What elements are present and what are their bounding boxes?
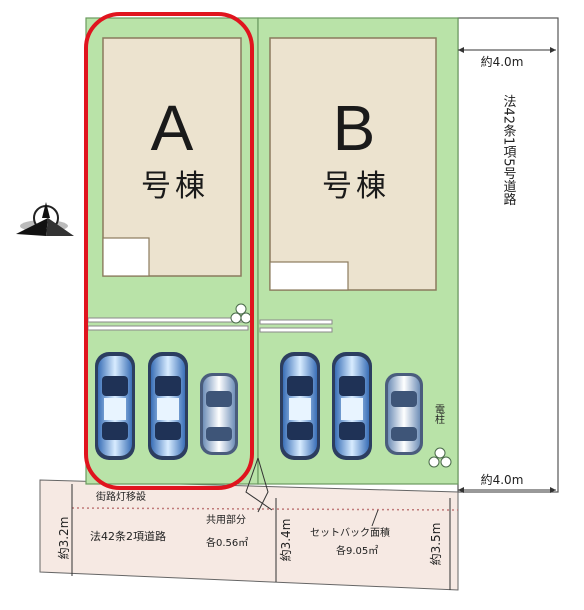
car-b1 — [280, 352, 320, 460]
right-road-width-top: 約4.0m — [481, 54, 524, 69]
house-b-porch — [269, 261, 349, 291]
house-a — [102, 37, 242, 277]
car-b3 — [385, 373, 423, 455]
car-a3 — [200, 373, 238, 455]
setback-title: セットバック面積 — [310, 526, 390, 539]
bottom-road-width-right: 約3.5m — [428, 523, 443, 566]
shared-boundary — [245, 457, 273, 511]
right-road-label: 法42条1項5号道路 — [501, 94, 517, 206]
lot-a-letter: A — [151, 92, 194, 164]
bottom-road-width-mid: 約3.4m — [278, 519, 293, 562]
lot-b-letter: B — [333, 92, 376, 164]
bottom-road-width-left: 約3.2m — [56, 517, 71, 560]
compass-icon — [16, 202, 74, 236]
setback-line — [71, 507, 459, 511]
shared-area-value: 各0.56㎡ — [206, 536, 248, 549]
house-b — [269, 37, 437, 291]
utility-pole-icon — [428, 447, 452, 468]
shrub — [230, 303, 252, 324]
utility-pole-label: 電柱 — [433, 404, 445, 425]
streetlight-note: 街路灯移設 — [96, 490, 146, 503]
right-road-width-bottom: 約4.0m — [481, 472, 524, 487]
lot-b-label: 号棟 — [322, 169, 390, 204]
right-road — [457, 17, 559, 493]
lot-a-highlight — [84, 12, 254, 490]
shared-boundary-2 — [257, 457, 269, 513]
setback-value: 各9.05㎡ — [336, 544, 378, 557]
house-a-porch — [102, 237, 150, 277]
car-a1 — [95, 352, 135, 460]
car-a2 — [148, 352, 188, 460]
car-b2 — [332, 352, 372, 460]
fence-b — [259, 319, 333, 333]
setback-leader — [371, 509, 379, 527]
bottom-road — [39, 479, 459, 591]
shared-area-title: 共用部分 — [206, 513, 246, 526]
lot-a-label: 号棟 — [141, 169, 209, 204]
bottom-road-label: 法42条2項道路 — [90, 529, 166, 543]
